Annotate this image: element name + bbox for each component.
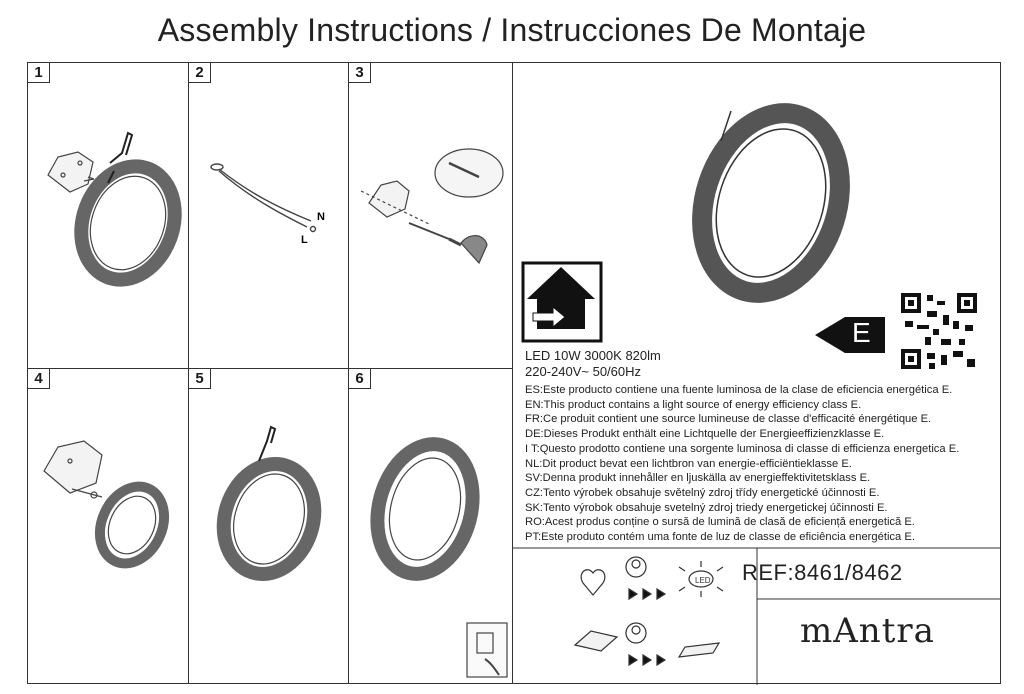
brand-logo: mAntra [800,611,935,651]
spec-block: LED 10W 3000K 820lm 220-240V~ 50/60Hz [525,348,661,380]
energy-statement-ro: RO:Acest produs conține o sursă de lumin… [525,516,915,529]
step-1-illustration [47,131,182,287]
reference-number: REF:8461/8462 [742,560,903,585]
instruction-sheet: 1 2 N L 3 [27,62,1001,685]
energy-statement-cz: CZ:Tento výrobek obsahuje světelný zdroj… [525,486,880,499]
product-info-panel: LED LED 10W 3000K 820lm 220-240V~ 50/60H… [513,63,1000,685]
energy-statement-it: I T:Questo prodotto contiene una sorgent… [525,442,960,455]
step-4-panel: 4 [28,369,189,683]
step-number: 6 [349,369,371,389]
page-title: Assembly Instructions / Instrucciones De… [157,12,867,48]
step-3-illustration [360,148,504,265]
step-6-illustration [370,437,508,678]
step-number: 5 [189,369,211,389]
brand-name: mAntra [800,611,935,651]
energy-class-label: E [852,317,871,348]
energy-statement-sk: SK:Tento výrobok obsahuje svetelný zdroj… [525,501,888,514]
energy-statement-fr: FR:Ce produit contient une source lumine… [525,413,932,426]
energy-class-arrow [815,317,885,353]
step-5-panel: 5 [189,369,349,683]
product-render: LED [513,103,1000,685]
spec-voltage: 220-240V~ 50/60Hz [525,364,642,379]
step-1-panel: 1 [28,63,189,369]
step-number: 2 [189,63,211,83]
safety-pictograms [573,556,724,667]
step-number: 4 [28,369,50,389]
energy-statement-pt: PT:Este produto contém uma fonte de luz … [525,531,915,544]
energy-statement-nl: NL:Dit product bevat een lichtbron van e… [525,457,852,470]
step-6-panel: 6 [349,369,513,683]
energy-statement-es: ES:Este producto contiene una fuente lum… [525,384,953,396]
energy-statement-en: EN:This product contains a light source … [525,398,862,411]
qr-code-icon [901,293,977,369]
led-icon: LED [695,576,711,585]
step-3-panel: 3 [349,63,513,369]
energy-statements: ES:Este producto contiene una fuente lum… [525,383,959,545]
neutral-wire-label: N [317,211,325,223]
step-5-illustration [216,425,322,581]
spec-power: LED 10W 3000K 820lm [525,348,661,363]
step-number: 3 [349,63,371,83]
energy-statement-sv: SV:Denna produkt innehåller en ljuskälla… [525,472,871,485]
live-wire-label: L [301,234,308,246]
step-2-panel: 2 N L [189,63,349,369]
step-2-illustration: N L [210,163,325,246]
step-4-illustration [43,440,170,569]
step-number: 1 [28,63,50,83]
house-arrow-icon [521,261,603,343]
energy-statement-de: DE:Dieses Produkt enthält eine Lichtquel… [525,428,885,441]
